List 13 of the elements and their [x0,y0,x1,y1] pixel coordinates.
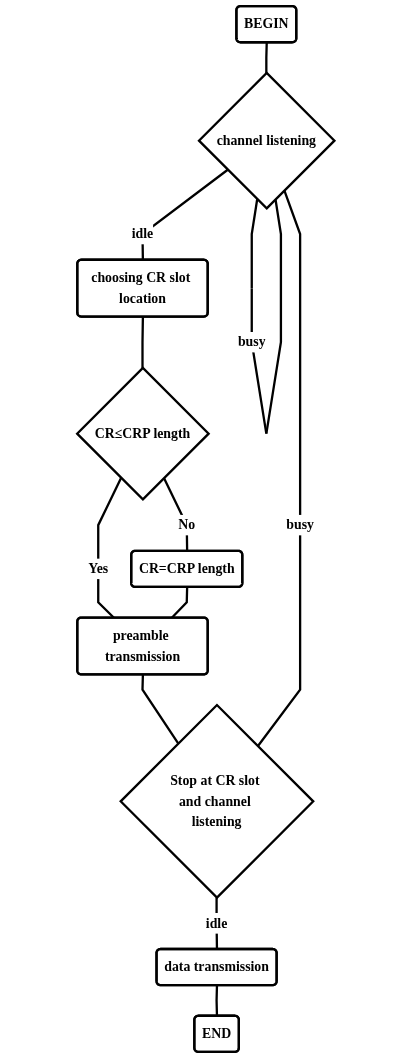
edge-label: No [178,517,196,533]
edge-label: Yes [88,560,109,577]
node-diamond: channel listening [197,71,337,210]
connector [250,199,283,434]
connector [141,674,180,745]
edge-label: idle [206,915,228,931]
node-diamond: CR≤CRP length [75,366,211,502]
connector [265,42,269,73]
connector [141,316,145,368]
edge-label: busy [238,334,266,350]
node-diamond: Stop at CR slot and channel listening [119,703,316,900]
edge-label: idle [131,226,154,242]
edge-label: busy [286,517,315,533]
